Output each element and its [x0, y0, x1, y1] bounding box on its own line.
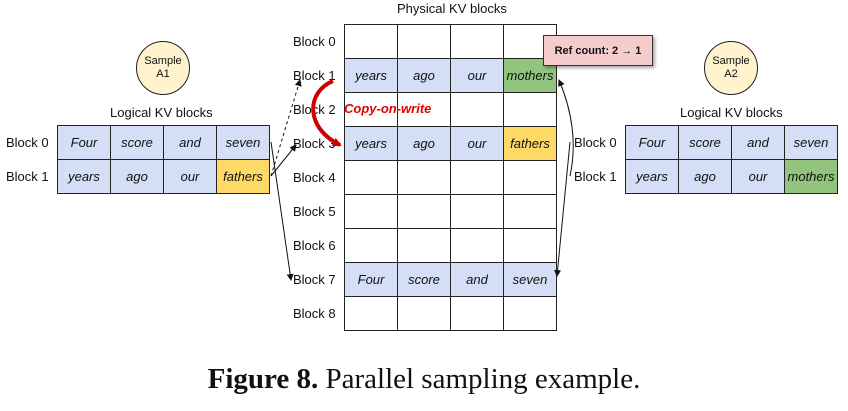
sample-a2-logical-title: Logical KV blocks	[680, 105, 783, 120]
physical-cell-r8-c0	[345, 297, 398, 331]
physical-cell-r5-c0	[345, 195, 398, 229]
arrow-a1-block0-to-phys-block7	[270, 141, 294, 281]
physical-cell-r7-c2: and	[451, 263, 504, 297]
physical-cell-r3-c0: years	[345, 127, 398, 161]
physical-row-label-7: Block 7	[293, 272, 336, 287]
physical-cell-r8-c2	[451, 297, 504, 331]
physical-cell-r0-c1	[398, 25, 451, 59]
physical-cell-r6-c3	[504, 229, 557, 263]
physical-row-label-4: Block 4	[293, 170, 336, 185]
arrow-a2-block1-to-phys-block1	[558, 79, 574, 177]
physical-cell-r7-c1: score	[398, 263, 451, 297]
physical-cell-r2-c3	[504, 93, 557, 127]
physical-row-label-5: Block 5	[293, 204, 336, 219]
sample-a1-logical-title: Logical KV blocks	[110, 105, 213, 120]
physical-cell-r4-c3	[504, 161, 557, 195]
physical-cell-r5-c3	[504, 195, 557, 229]
sample-a1-label-line1: Sample	[144, 55, 182, 67]
sample-a2-label-line2: A2	[724, 68, 738, 80]
figure-caption-label: Figure 8.	[207, 363, 319, 395]
physical-cell-r5-c2	[451, 195, 504, 229]
physical-cell-r3-c2: our	[451, 127, 504, 161]
sample-a1-cell-r1-c3: fathers	[217, 160, 270, 194]
physical-cell-r4-c0	[345, 161, 398, 195]
physical-cell-r2-c1	[398, 93, 451, 127]
sample-a2-cell-r0-c1: score	[679, 126, 732, 160]
physical-cell-r0-c2	[451, 25, 504, 59]
physical-cell-r2-c0	[345, 93, 398, 127]
sample-a2-cell-r0-c2: and	[732, 126, 785, 160]
sample-a2-cell-r1-c1: ago	[679, 160, 732, 194]
physical-cell-r6-c2	[451, 229, 504, 263]
physical-cell-r1-c3: mothers	[504, 59, 557, 93]
sample-a1-row-label-0: Block 0	[6, 135, 49, 150]
sample-a2-row-label-1: Block 1	[574, 169, 617, 184]
physical-cell-r8-c1	[398, 297, 451, 331]
physical-row-label-3: Block 3	[293, 136, 336, 151]
figure-caption-text: Parallel sampling example.	[318, 363, 641, 395]
physical-row-label-6: Block 6	[293, 238, 336, 253]
sample-a1-cell-r0-c1: score	[111, 126, 164, 160]
physical-cell-r4-c1	[398, 161, 451, 195]
sample-a2-label-line1: Sample	[712, 55, 750, 67]
physical-cell-r6-c0	[345, 229, 398, 263]
mapping-arrows	[270, 79, 574, 281]
sample-a1-cell-r0-c2: and	[164, 126, 217, 160]
physical-cell-r7-c3: seven	[504, 263, 557, 297]
sample-a1-node: Sample A1	[136, 41, 190, 95]
sample-a1-cell-r0-c0: Four	[58, 126, 111, 160]
sample-a1-cell-r0-c3: seven	[217, 126, 270, 160]
physical-row-label-1: Block 1	[293, 68, 336, 83]
sample-a2-cell-r0-c3: seven	[785, 126, 838, 160]
physical-cell-r0-c0	[345, 25, 398, 59]
physical-cell-r6-c1	[398, 229, 451, 263]
sample-a2-cell-r1-c0: years	[626, 160, 679, 194]
sample-a1-label-line2: A1	[156, 68, 170, 80]
sample-a1-cell-r1-c0: years	[58, 160, 111, 194]
physical-cell-r2-c2	[451, 93, 504, 127]
physical-row-label-8: Block 8	[293, 306, 336, 321]
arrow-a2-block0-to-phys-block7	[554, 141, 571, 277]
sample-a2-cell-r1-c2: our	[732, 160, 785, 194]
figure-caption: Figure 8. Parallel sampling example.	[0, 363, 848, 396]
copy-on-write-arrow	[311, 79, 342, 147]
arrow-a1-block1-to-phys-block1-dashed	[270, 79, 302, 177]
physical-title: Physical KV blocks	[397, 1, 507, 16]
sample-a2-cell-r0-c0: Four	[626, 126, 679, 160]
physical-cell-r4-c2	[451, 161, 504, 195]
ref-count-text: Ref count: 2 → 1	[554, 44, 642, 57]
physical-cell-r3-c3: fathers	[504, 127, 557, 161]
sample-a1-cell-r1-c1: ago	[111, 160, 164, 194]
ref-count-box: Ref count: 2 → 1	[543, 35, 653, 66]
physical-cell-r5-c1	[398, 195, 451, 229]
sample-a1-row-label-1: Block 1	[6, 169, 49, 184]
sample-a2-row-label-0: Block 0	[574, 135, 617, 150]
physical-cell-r8-c3	[504, 297, 557, 331]
sample-a1-cell-r1-c2: our	[164, 160, 217, 194]
physical-cell-r1-c0: years	[345, 59, 398, 93]
physical-row-label-0: Block 0	[293, 34, 336, 49]
physical-cell-r7-c0: Four	[345, 263, 398, 297]
physical-cell-r1-c2: our	[451, 59, 504, 93]
sample-a2-cell-r1-c3: mothers	[785, 160, 838, 194]
copy-on-write-label: Copy-on-write	[344, 101, 432, 116]
physical-cell-r1-c1: ago	[398, 59, 451, 93]
sample-a2-node: Sample A2	[704, 41, 758, 95]
arrow-a1-block1-to-phys-block3	[270, 144, 297, 177]
physical-cell-r3-c1: ago	[398, 127, 451, 161]
